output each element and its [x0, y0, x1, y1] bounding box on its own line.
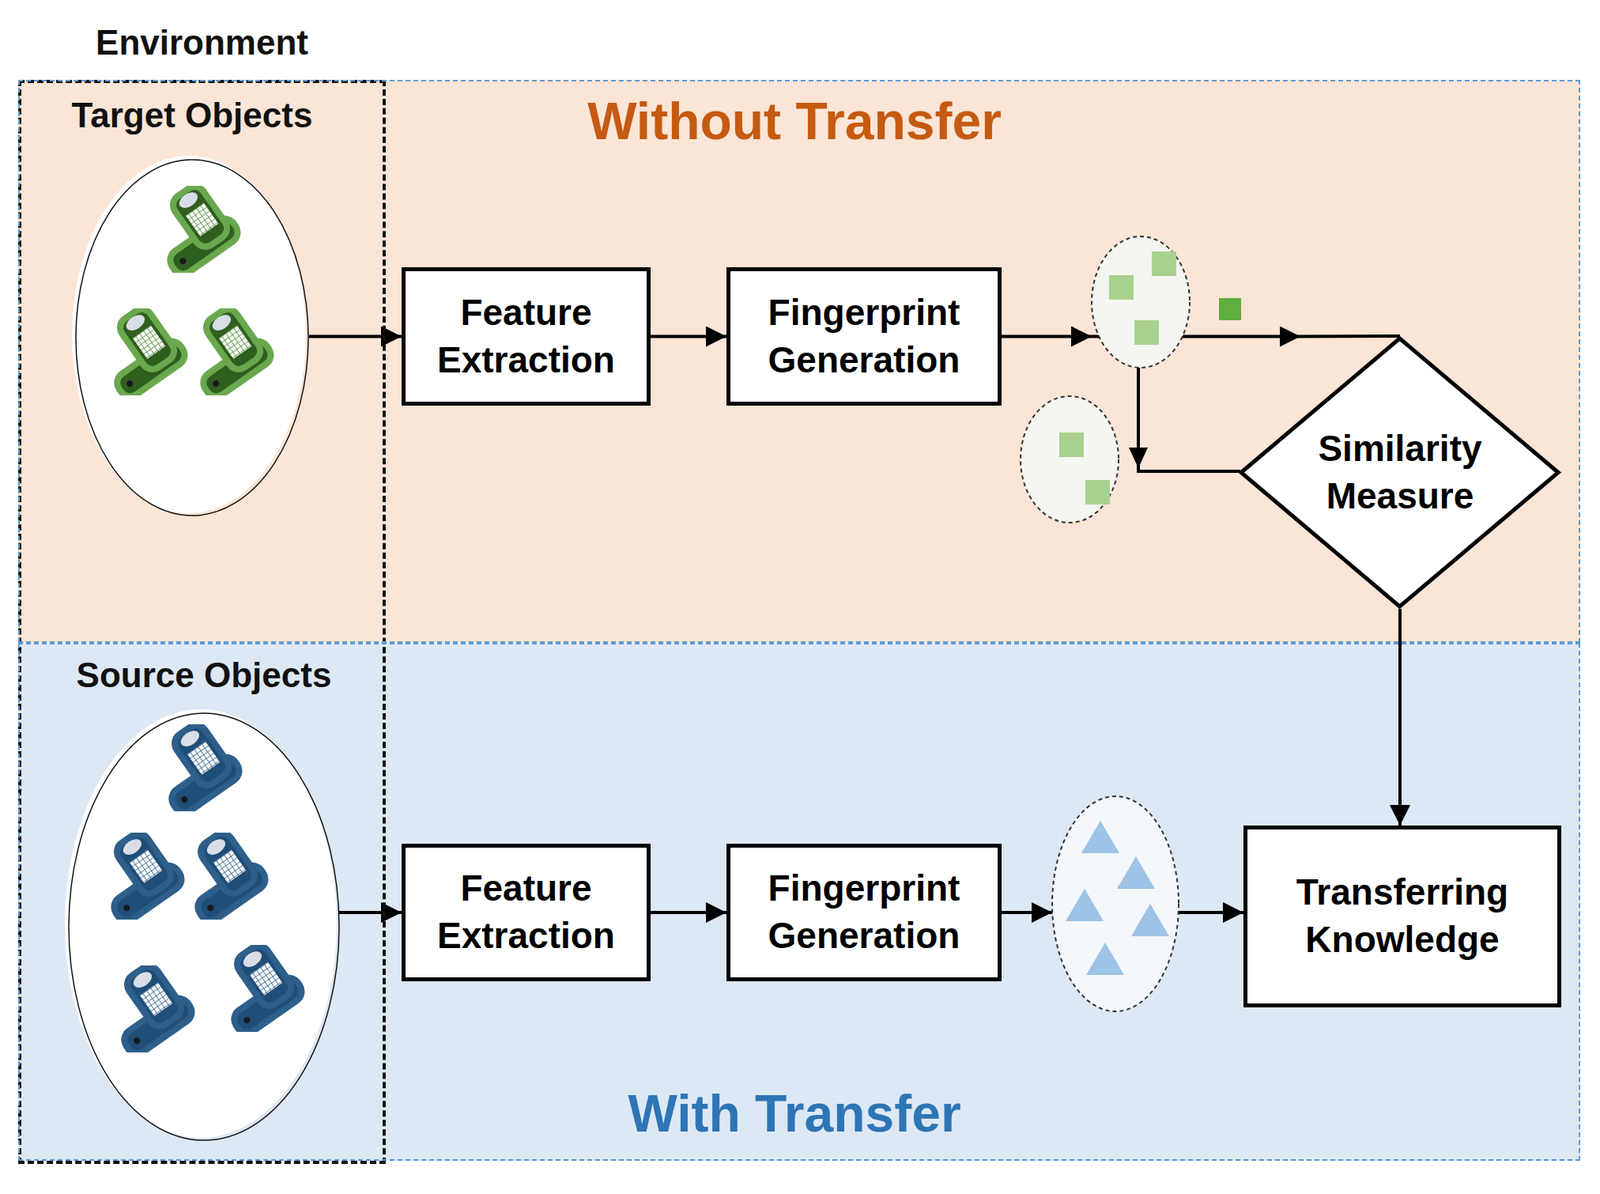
fingerprint-square [1085, 479, 1110, 505]
diamond-label: Similarity Measure [1295, 425, 1505, 521]
process-box: Fingerprint Generation [726, 843, 1002, 982]
fingerprint-square [1151, 251, 1177, 276]
arrowhead [1128, 447, 1148, 468]
process-box: Feature Extraction [401, 843, 651, 982]
connector-arrow [650, 910, 727, 914]
ellipse-shape [75, 159, 309, 516]
phone-icon [204, 937, 306, 1038]
query-fingerprint [1218, 298, 1242, 321]
phone-icon [87, 301, 189, 401]
object-group-ellipse: Target Objects [75, 158, 310, 517]
ellipse-outline [75, 158, 310, 517]
blue-band-fill [18, 642, 1581, 1161]
phone-icon [142, 716, 244, 817]
orange-band-fill [18, 79, 1581, 643]
decision-diamond: Similarity Measure [1237, 335, 1562, 609]
fingerprint-cluster [1052, 796, 1179, 1012]
connector-arrow [309, 335, 402, 339]
connector-arrow [338, 910, 402, 914]
branch-line [1138, 365, 1241, 472]
process-box: Fingerprint Generation [726, 267, 1002, 406]
diamond-shape [1241, 338, 1559, 607]
fingerprint-cluster [1020, 396, 1119, 523]
band-title: With Transfer [627, 1083, 961, 1144]
phone-icon [173, 301, 276, 401]
phone-icon [94, 958, 197, 1058]
fingerprint-triangle [1065, 888, 1104, 921]
box-label: Fingerprint Generation [742, 289, 986, 385]
box-label: Feature Extraction [417, 864, 635, 960]
fingerprint-triangle [1131, 903, 1170, 936]
band-title: Without Transfer [587, 90, 1002, 151]
fingerprint-square [1134, 320, 1159, 345]
fingerprint-triangle [1116, 856, 1155, 889]
connector-arrow [650, 335, 727, 339]
fingerprint-triangle [1081, 820, 1120, 853]
ellipse-shape [68, 713, 340, 1140]
object-group-ellipse: Source Objects [67, 712, 340, 1141]
ellipse-outline [67, 712, 340, 1141]
box-label: Fingerprint Generation [742, 864, 986, 960]
phone-icon [168, 825, 270, 925]
connector-arrow [1001, 334, 1400, 339]
box-label: Transferring Knowledge [1259, 868, 1546, 964]
phone-icon [84, 825, 186, 925]
fingerprint-square [1059, 432, 1084, 457]
diamond-outline [1237, 335, 1562, 609]
region-band: Without TransferFeature Extraction Finger… [18, 79, 1581, 643]
group-heading: Source Objects [76, 655, 333, 695]
region-band: With Transfer Feature Extraction Fingerpri… [18, 642, 1581, 1161]
group-heading: Target Objects [71, 95, 314, 136]
environment-frame: EnvironmentTarget ObjectsSource Objects [18, 79, 386, 1164]
fingerprint-square [1109, 275, 1134, 300]
box-label: Feature Extraction [417, 289, 635, 385]
fingerprint-triangle [1086, 942, 1125, 975]
process-box: Transferring Knowledge [1243, 825, 1562, 1008]
frame-heading: Environment [95, 22, 309, 63]
process-box: Feature Extraction [401, 267, 651, 406]
fingerprint-cluster [1091, 236, 1190, 368]
phone-icon [140, 178, 242, 279]
